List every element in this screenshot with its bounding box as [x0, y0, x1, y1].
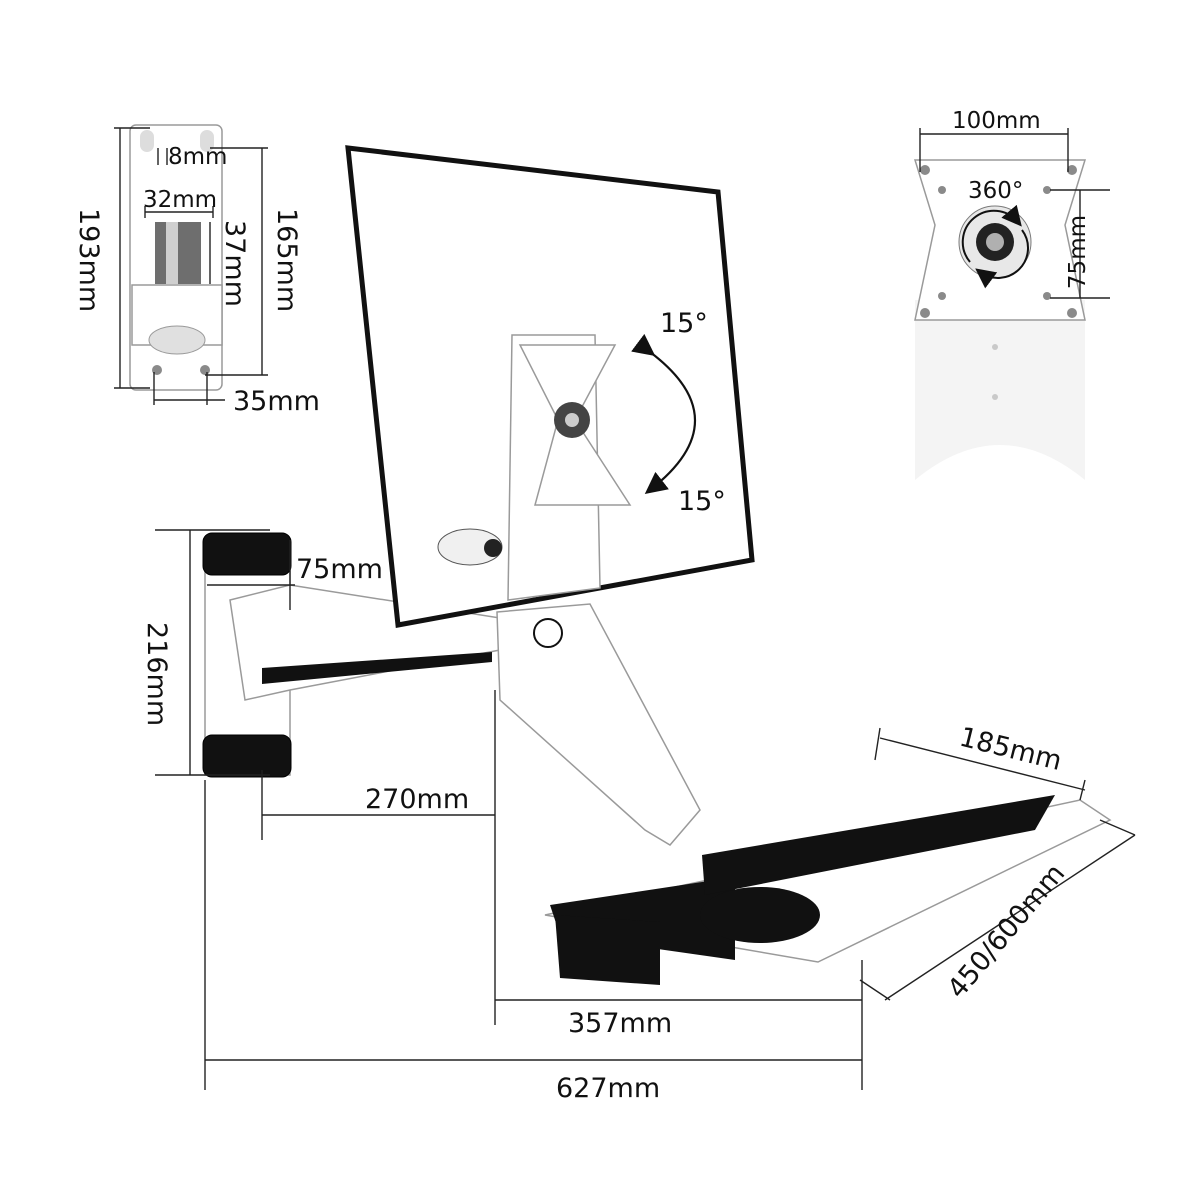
- keyboard: [702, 795, 1055, 895]
- clamp-slot-width-label: 8mm: [168, 144, 227, 170]
- vesa-detail: 100mm 75mm 360°: [913, 108, 1110, 490]
- tilt-down-label: 15°: [678, 486, 726, 517]
- clamp-pole-height-label: 37mm: [219, 220, 250, 307]
- tray-width-label: 185mm: [956, 722, 1065, 777]
- clamp-base-width-label: 35mm: [233, 386, 320, 417]
- swivel-arrow-icon: [631, 333, 696, 495]
- tray-reach-label: 357mm: [568, 1008, 672, 1039]
- monitor-mount-illustration: [202, 145, 1112, 985]
- vesa-width-label: 100mm: [952, 108, 1041, 134]
- clamp-detail: 8mm 32mm 37mm 193mm 165mm 35mm: [73, 124, 320, 417]
- main-dimension-lines: [155, 529, 1136, 1090]
- arm-reach-label: 270mm: [365, 784, 469, 815]
- tilt-up-label: 15°: [660, 308, 708, 339]
- clamp-inner-height-label: 165mm: [271, 208, 302, 312]
- rotation-arrow-icon: [961, 204, 1022, 263]
- rotation-label: 360°: [968, 178, 1023, 204]
- clamp-height-label: 193mm: [73, 208, 104, 312]
- clamp-pole-width-label: 32mm: [143, 187, 217, 213]
- vesa-height-label: 75mm: [1065, 215, 1091, 289]
- wall-plate-height-label: 216mm: [141, 622, 172, 726]
- total-reach-label: 627mm: [556, 1073, 660, 1104]
- arm-depth-label: 75mm: [296, 554, 383, 585]
- curved-support: [496, 603, 701, 846]
